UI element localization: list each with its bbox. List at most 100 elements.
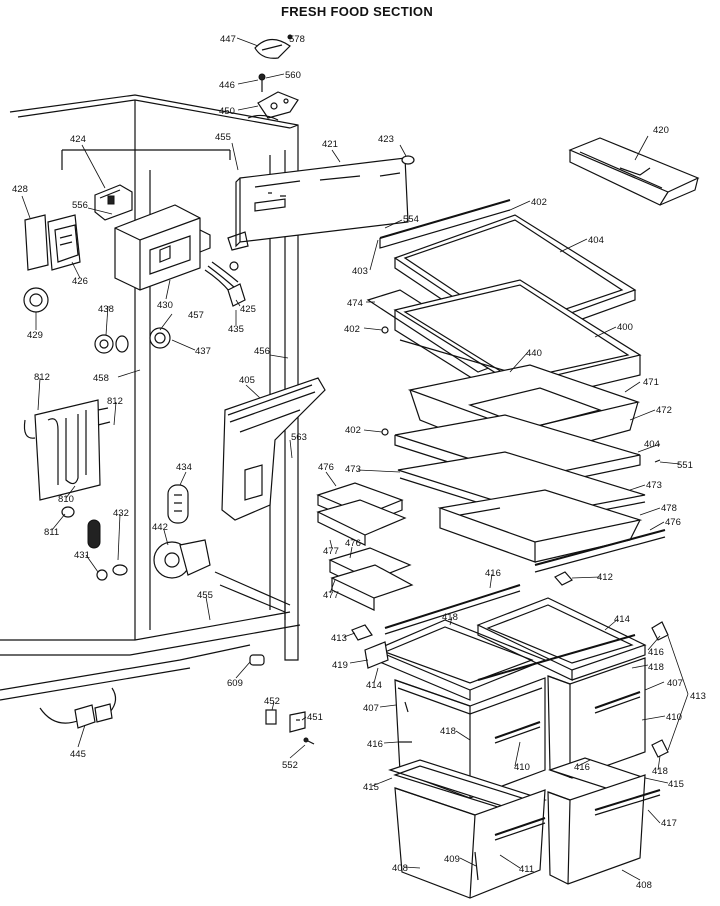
page-title: FRESH FOOD SECTION xyxy=(0,4,720,19)
part-number: 410 xyxy=(666,712,682,723)
pan-cover-414-right xyxy=(476,597,647,681)
part-number: 426 xyxy=(72,276,88,287)
part-number: 404 xyxy=(588,235,604,246)
part-number: 403 xyxy=(352,266,368,277)
part-number: 402 xyxy=(345,425,361,436)
control-box-430 xyxy=(114,204,211,291)
part-number: 417 xyxy=(661,818,677,829)
part-number: 432 xyxy=(113,508,129,519)
part-number: 457 xyxy=(188,310,204,321)
part-number: 418 xyxy=(648,662,664,673)
part-number: 810 xyxy=(58,494,74,505)
part-number: 609 xyxy=(227,678,243,689)
part-number: 556 xyxy=(72,200,88,211)
wire-harness-445 xyxy=(39,687,117,729)
part-number: 811 xyxy=(44,527,59,538)
clip-434 xyxy=(167,484,189,524)
part-number: 411 xyxy=(519,864,534,875)
part-number: 424 xyxy=(70,134,86,145)
air-duct-405 xyxy=(221,377,326,521)
fan-motor-442 xyxy=(153,539,211,579)
screw-416-pins xyxy=(398,701,412,743)
part-number: 407 xyxy=(363,703,379,714)
support-412 xyxy=(554,571,573,586)
part-number: 414 xyxy=(614,614,630,625)
knob-429 xyxy=(23,287,49,313)
pan-408-left xyxy=(394,787,546,899)
part-number-labels: 447 578 446 560 450 455 421 423 420 424 … xyxy=(12,34,706,891)
part-number: 438 xyxy=(98,304,114,315)
part-number: 402 xyxy=(344,324,360,335)
part-number: 413 xyxy=(331,633,347,644)
part-number: 407 xyxy=(667,678,683,689)
part-number: 812 xyxy=(107,396,123,407)
part-number: 400 xyxy=(617,322,633,333)
top-hinge-cover-447 xyxy=(254,34,293,59)
part-number: 551 xyxy=(677,460,693,471)
cabinet-liner xyxy=(0,94,301,701)
part-number: 409 xyxy=(444,854,460,865)
part-number: 428 xyxy=(12,184,28,195)
part-number: 451 xyxy=(307,712,323,723)
part-number: 477 xyxy=(323,546,339,557)
part-number: 405 xyxy=(239,375,255,386)
pan-408-right xyxy=(547,774,661,885)
damper-control-424 xyxy=(94,184,133,221)
hinge-bracket-450 xyxy=(247,91,299,121)
part-number: 473 xyxy=(646,480,662,491)
support-413 xyxy=(351,621,669,758)
part-number: 445 xyxy=(70,749,86,760)
part-number: 812 xyxy=(34,372,50,383)
crisper-477-upper xyxy=(316,482,407,546)
part-number: 478 xyxy=(661,503,677,514)
part-number: 472 xyxy=(656,405,672,416)
part-number: 416 xyxy=(485,568,501,579)
part-number: 418 xyxy=(652,766,668,777)
rod-416 xyxy=(384,584,521,635)
wire-harness-425 xyxy=(204,261,246,307)
part-number: 563 xyxy=(291,432,307,443)
part-number: 435 xyxy=(228,324,244,335)
part-number: 452 xyxy=(264,696,280,707)
part-number: 425 xyxy=(240,304,256,315)
part-number: 419 xyxy=(332,660,348,671)
screw-552 xyxy=(303,737,315,745)
part-number: 477 xyxy=(323,590,339,601)
part-number: 458 xyxy=(93,373,109,384)
part-number: 423 xyxy=(378,134,394,145)
crisper-477-lower xyxy=(328,547,414,611)
part-number: 415 xyxy=(363,782,379,793)
utility-bin-420 xyxy=(568,137,700,206)
title-text: FRESH FOOD SECTION xyxy=(280,4,434,19)
part-number: 474 xyxy=(347,298,363,309)
part-number: 430 xyxy=(157,300,173,311)
shelf-glass-476 xyxy=(534,529,666,573)
part-number: 415 xyxy=(668,779,684,790)
rail-419 xyxy=(364,641,389,669)
part-number: 421 xyxy=(322,139,338,150)
plug-609 xyxy=(249,654,265,666)
part-number: 408 xyxy=(636,880,652,891)
part-number: 455 xyxy=(197,590,213,601)
part-number: 410 xyxy=(514,762,530,773)
light-bulb-423 xyxy=(401,155,415,165)
thermostat-428 xyxy=(24,214,81,271)
part-number: 560 xyxy=(285,70,301,81)
part-number: 402 xyxy=(531,197,547,208)
part-number: 408 xyxy=(392,863,408,874)
part-number: 578 xyxy=(289,34,305,45)
part-number: 476 xyxy=(318,462,334,473)
part-number: 471 xyxy=(643,377,659,388)
leader-lines xyxy=(21,37,689,881)
part-number: 440 xyxy=(526,348,542,359)
part-number: 414 xyxy=(366,680,382,691)
part-number: 437 xyxy=(195,346,211,357)
defrost-heater-810 xyxy=(23,399,111,501)
part-number: 416 xyxy=(367,739,383,750)
ribbed-part-432 xyxy=(87,519,101,549)
light-socket-438 xyxy=(94,334,129,354)
part-number: 476 xyxy=(345,538,361,549)
part-number: 476 xyxy=(665,517,681,528)
part-number: 473 xyxy=(345,464,361,475)
